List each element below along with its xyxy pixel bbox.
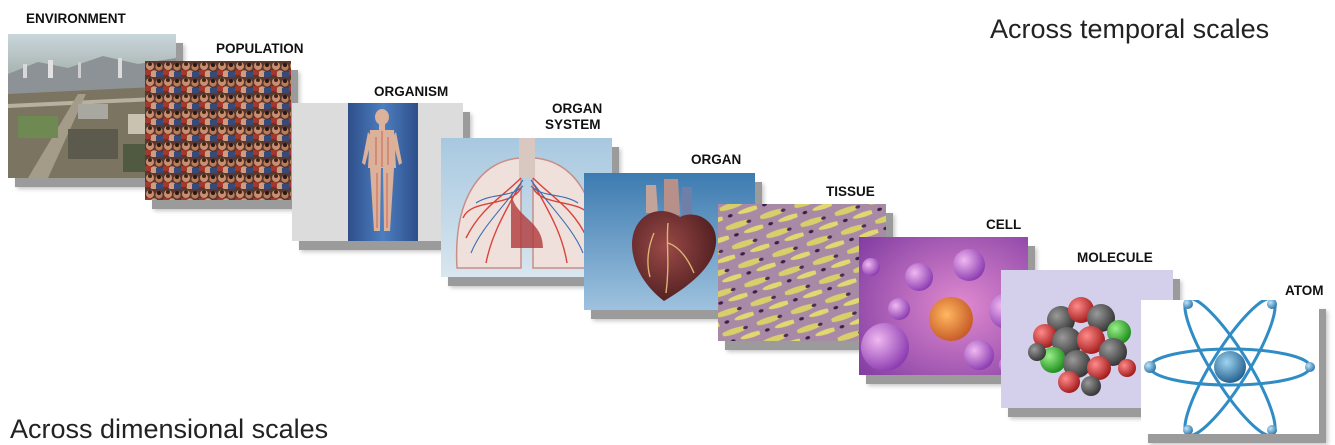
scale-label-organism: ORGANISM [374, 84, 448, 99]
scale-label-organ-system-line1: ORGAN [552, 101, 602, 116]
scale-label-organ-system-line2: SYSTEM [545, 117, 601, 132]
atom-image [1141, 300, 1319, 434]
organism-image [292, 103, 463, 241]
temporal-scales-heading: Across temporal scales [990, 14, 1269, 45]
population-image [145, 61, 291, 200]
scale-label-tissue: TISSUE [826, 184, 875, 199]
scale-label-organ: ORGAN [691, 152, 741, 167]
scale-label-atom: ATOM [1285, 283, 1324, 298]
scale-label-population: POPULATION [216, 41, 304, 56]
scale-label-molecule: MOLECULE [1077, 250, 1153, 265]
scale-label-environment: ENVIRONMENT [26, 11, 126, 26]
scale-label-cell: CELL [986, 217, 1021, 232]
dimensional-scales-heading: Across dimensional scales [10, 414, 328, 445]
